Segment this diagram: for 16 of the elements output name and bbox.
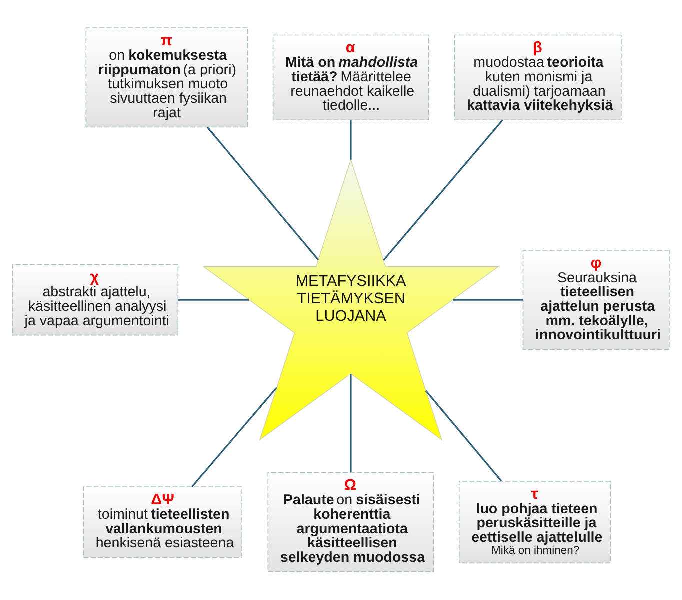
node-box: ΔΨ toiminut tieteellisten vallankumousten henkisenä esiasteena xyxy=(83,486,242,558)
connector xyxy=(383,120,504,261)
connector xyxy=(350,374,352,472)
node-box: χ abstrakti ajattelu, käsitteellinen analyysi ja vapaa argumentointi xyxy=(12,264,179,336)
node-box: φ Seurauksina tieteellisen ajattelun perusta mm. tekoälylle, innovointikulttuuri xyxy=(522,250,670,350)
connector xyxy=(453,299,524,301)
node-box: α Mitä on mahdollista tietää? Määrittelee reunaehdot kaikelle tiedolle... xyxy=(272,34,430,121)
node-box: Ω Palaute on sisäisesti koherenttia argumentaatiota käsitteellisen selkeyden muodossa xyxy=(268,472,434,572)
node-box: β muodostaa teorioita kuten monismi ja dualismi) tarjoamaan kattavia viitekehyksiä xyxy=(454,34,622,121)
connector xyxy=(178,299,250,301)
connector xyxy=(206,126,320,261)
node-box: τ luo pohjaa tieteen peruskäsitteille ja eettiselle ajattelulle Mikä on ihminen? xyxy=(458,481,612,564)
connector xyxy=(192,387,278,488)
connector xyxy=(425,390,502,482)
connector xyxy=(350,120,352,160)
node-box: π on kokemuksesta riippumaton (a priori) tutkimuksen muoto sivuuttaen fysiikan rajat xyxy=(86,28,248,128)
